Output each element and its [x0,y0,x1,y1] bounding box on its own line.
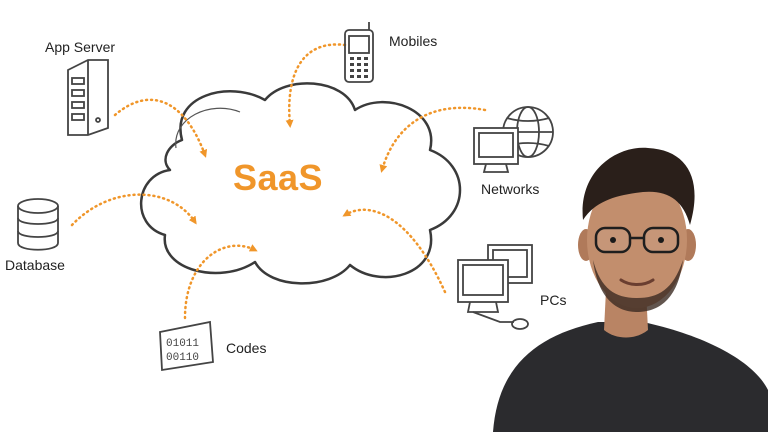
database-label: Database [5,257,65,273]
networks-label: Networks [481,181,540,197]
presenter-avatar [493,147,768,432]
arrow-codes [183,244,258,320]
codes-label: Codes [226,340,267,356]
arrow-pcs [342,208,447,294]
svg-text:01011: 01011 [166,338,199,350]
desktop-computers-icon [457,244,533,330]
arrow-database [70,193,197,227]
network-globe-icon [473,106,554,173]
server-icon [67,59,109,136]
saas-cloud-shape [140,82,462,285]
saas-center-label: SaaS [233,157,324,198]
database-icon [17,198,59,251]
svg-text:00110: 00110 [166,352,199,364]
arrow-app-server [113,98,208,158]
arrow-mobiles [285,43,347,128]
pcs-label: PCs [540,292,567,308]
binary-code-icon: 01011 00110 [159,320,214,372]
app-server-label: App Server [45,39,116,55]
arrow-networks [379,106,487,173]
mobiles-label: Mobiles [389,33,438,49]
mobile-phone-icon [344,22,374,83]
